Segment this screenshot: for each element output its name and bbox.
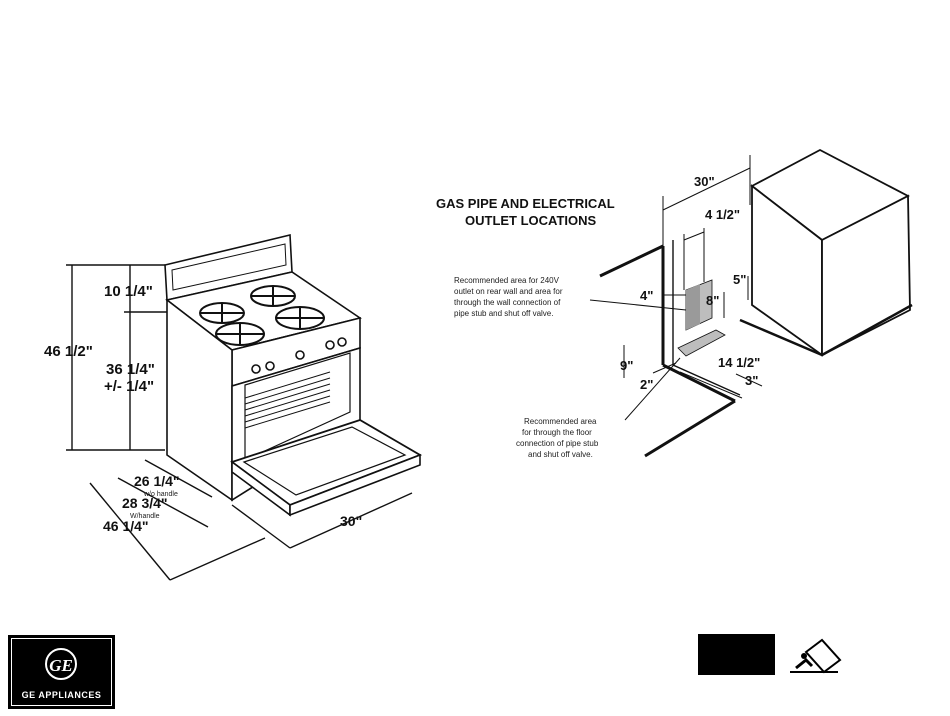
depth-no-handle-note: w/o handle — [143, 491, 178, 498]
depth-with-handle-note: W/handle — [130, 513, 160, 520]
counter-height-label: 36 1/4" — [106, 361, 155, 378]
wall-note-line: Recommended area for 240V — [454, 276, 560, 285]
outlet-title-line2: OUTLET LOCATIONS — [465, 213, 597, 228]
outlet-location-diagram — [589, 148, 913, 458]
floor-note-line: for through the floor — [522, 428, 592, 437]
range-height-label: 46 1/2" — [44, 343, 93, 360]
wall-note-line: through the wall connection of — [454, 298, 561, 307]
outlet-dim-2-label: 2" — [640, 377, 653, 392]
ge-monogram-icon: GE — [45, 648, 77, 680]
counter-tolerance-label: +/- 1/4" — [104, 378, 154, 395]
wall-outlet-note: Recommended area for 240V outlet on rear… — [454, 276, 563, 318]
range-width-label: 30" — [340, 513, 362, 529]
logo-border — [11, 638, 112, 706]
burner-grates — [199, 285, 325, 346]
outlet-dim-5-label: 5" — [733, 272, 746, 287]
ge-appliances-logo: GE GE APPLIANCES — [8, 635, 115, 709]
black-label-block — [698, 634, 775, 675]
outlet-dim-9-label: 9" — [620, 358, 633, 373]
floor-connection-note: Recommended area for through the floor c… — [516, 417, 599, 459]
anti-tip-warning-icon — [790, 638, 842, 674]
outlet-width-label: 30" — [694, 174, 715, 189]
floor-note-line: connection of pipe stub — [516, 439, 599, 448]
oven-racks — [244, 371, 331, 429]
backguard-height-label: 10 1/4" — [104, 283, 153, 300]
outlet-dim-14half-label: 14 1/2" — [718, 355, 760, 370]
floor-note-line: and shut off valve. — [528, 450, 593, 459]
wall-note-line: pipe stub and shut off valve. — [454, 309, 553, 318]
outlet-dim-4-label: 4" — [640, 288, 653, 303]
range-illustration — [164, 233, 423, 517]
outlet-offset-4half-label: 4 1/2" — [705, 207, 740, 222]
outlet-dim-3-label: 3" — [745, 373, 758, 388]
logo-text: GE APPLIANCES — [21, 690, 102, 700]
depth-with-handle-label: 28 3/4" — [122, 495, 168, 511]
depth-door-open-label: 46 1/4" — [103, 518, 149, 534]
outlet-title-line1: GAS PIPE AND ELECTRICAL — [436, 196, 615, 211]
wall-note-line: outlet on rear wall and area for — [454, 287, 563, 296]
floor-note-line: Recommended area — [524, 417, 597, 426]
range-dimension-lines — [66, 264, 413, 581]
depth-no-handle-label: 26 1/4" — [134, 473, 180, 489]
outlet-dim-8-label: 8" — [706, 293, 719, 308]
